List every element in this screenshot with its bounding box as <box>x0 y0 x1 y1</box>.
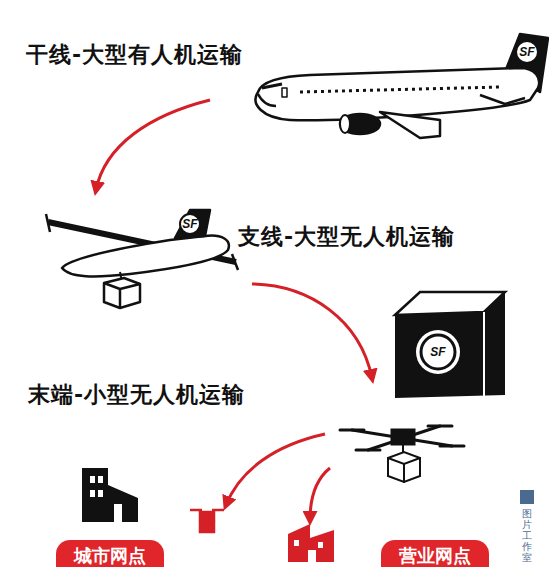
city-building-icon <box>82 468 138 522</box>
brand-logo-text: SF <box>430 345 445 359</box>
airplane <box>256 34 548 138</box>
fixed-wing-drone <box>46 210 238 308</box>
stage-heading: 支线-大型无人机运输 <box>238 222 455 252</box>
outlet-pill: 城市网点 <box>56 540 164 567</box>
business-outlet-icon <box>288 524 334 562</box>
outlet-pill: 营业网点 <box>381 540 489 567</box>
parcel-hub <box>395 292 505 398</box>
quadcopter <box>340 426 464 482</box>
brand-logo-text: SF <box>519 45 534 59</box>
stage-heading: 干线-大型有人机运输 <box>26 40 243 70</box>
watermark: 图片工作室 <box>522 508 532 563</box>
small-red-drone <box>190 510 224 532</box>
watermark-logo <box>520 490 534 504</box>
brand-logo-text: SF <box>182 217 197 231</box>
outlet-label: 营业网点 <box>399 544 489 567</box>
stage-heading: 末端-小型无人机运输 <box>28 380 245 410</box>
flow-arrow <box>96 100 372 520</box>
outlet-label: 城市网点 <box>74 544 164 567</box>
